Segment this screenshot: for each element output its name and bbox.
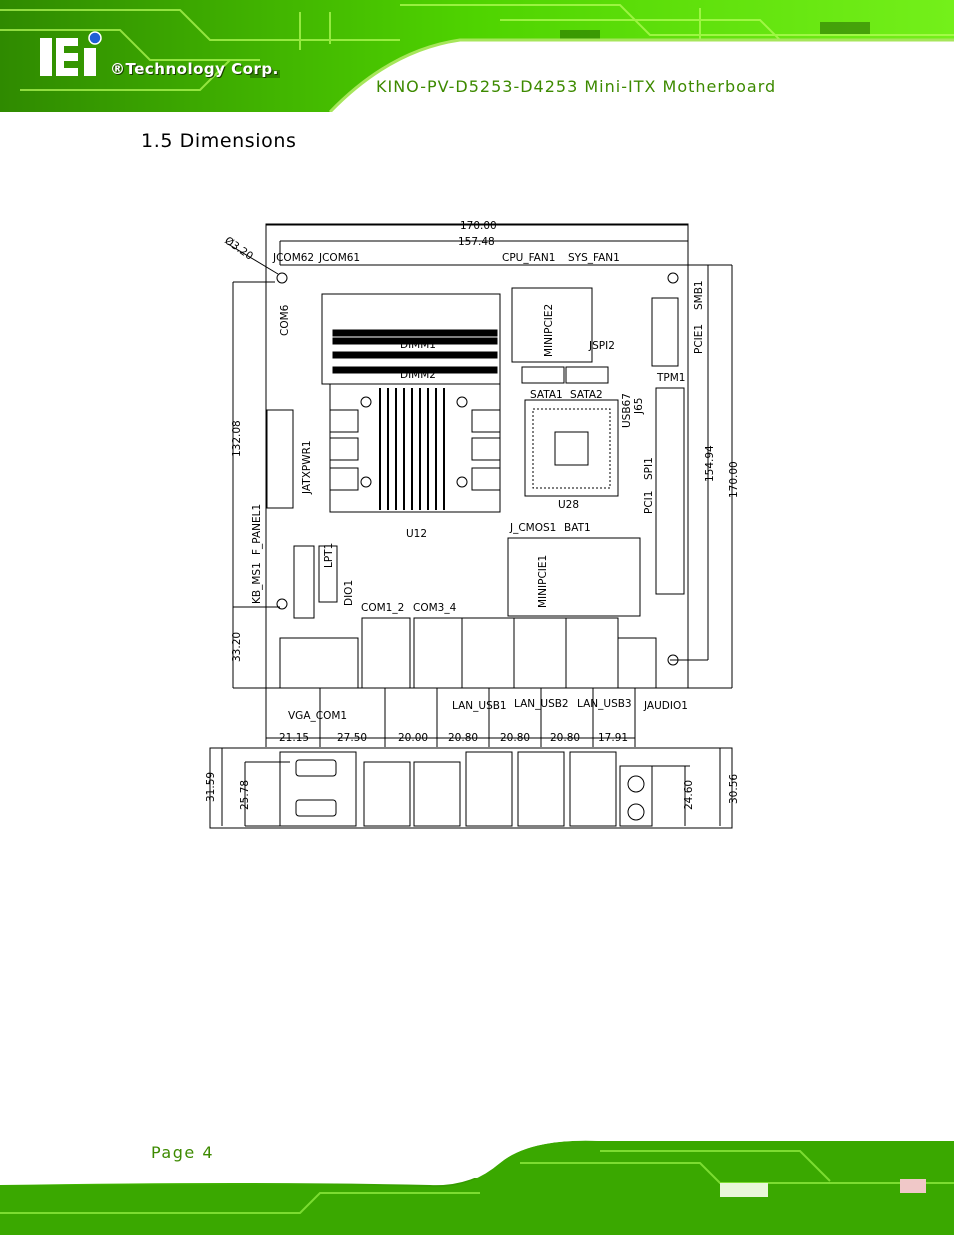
label-cpu-fan: CPU_FAN1: [502, 252, 555, 264]
label-pcie1: PCIE1: [693, 324, 705, 354]
label-com12: COM1_2: [361, 602, 404, 614]
label-sys-fan: SYS_FAN1: [568, 252, 620, 264]
label-jatxpwr: JATXPWR1: [301, 440, 313, 495]
label-dio: DIO1: [343, 580, 355, 606]
dim-width-157: 157.48: [458, 236, 495, 248]
label-smb: SMB1: [693, 280, 705, 310]
dim-hole-diameter: Ø3.20: [222, 235, 255, 263]
label-jcom62: JCOM62: [272, 252, 314, 264]
label-tpm1: TPM1: [656, 372, 686, 384]
circuit-board-footer-graphic: [0, 1123, 954, 1235]
label-spi1: SPI1: [643, 457, 655, 480]
label-vgacom: VGA_COM1: [288, 710, 347, 722]
label-lpt: LPT1: [323, 543, 335, 568]
footer-banner: Page 4: [0, 1123, 954, 1235]
dim-io-25: 25.78: [239, 780, 251, 810]
label-usb67: USB67: [621, 393, 633, 428]
page-number: Page 4: [151, 1143, 214, 1162]
dim-width-170: 170.00: [460, 220, 497, 232]
label-pci1: PCI1: [643, 491, 655, 514]
label-jcom61: JCOM61: [318, 252, 360, 264]
dim-bottom-4: 20.80: [448, 732, 478, 744]
dim-io-24: 24.60: [683, 780, 695, 810]
dim-height-33: 33.20: [231, 632, 243, 662]
label-sata1: SATA1: [530, 389, 563, 401]
company-logo-text: ®Technology Corp.: [110, 60, 279, 78]
board-dimension-drawing: 170.00 157.48 Ø3.20 132.08 33.20 154.94 …: [205, 220, 740, 829]
label-dimm1: DIMM1: [400, 339, 436, 351]
dim-io-30: 30.56: [728, 774, 740, 804]
label-minipcie2: MINIPCIE2: [543, 304, 555, 357]
iei-logo: [40, 31, 102, 76]
document-title: KINO-PV-D5253-D4253 Mini-ITX Motherboard: [376, 77, 777, 96]
label-kbms: KB_MS1: [251, 562, 263, 604]
dim-bottom-2: 27.50: [337, 732, 367, 744]
label-sata2: SATA2: [570, 389, 603, 401]
label-bat: BAT1: [564, 522, 591, 534]
label-j65: J65: [633, 398, 645, 415]
section-title: 1.5 Dimensions: [141, 130, 297, 152]
label-u28: U28: [558, 499, 579, 511]
dim-bottom-1: 21.15: [279, 732, 309, 744]
label-minipcie1: MINIPCIE1: [537, 555, 549, 608]
dim-bottom-5: 20.80: [500, 732, 530, 744]
label-jspi2: JSPI2: [588, 340, 615, 352]
dim-height-154: 154.94: [704, 445, 716, 482]
label-jcmos: J_CMOS1: [509, 522, 556, 534]
dim-bottom-6: 20.80: [550, 732, 580, 744]
dim-height-132: 132.08: [231, 420, 243, 457]
label-u12: U12: [406, 528, 427, 540]
dim-bottom-7: 17.91: [598, 732, 628, 744]
label-lanusb3: LAN_USB3: [577, 698, 632, 710]
label-fpanel: F_PANEL1: [251, 504, 263, 555]
circuit-board-header-graphic: [0, 0, 954, 112]
dim-io-31: 31.59: [205, 772, 217, 802]
label-lanusb1: LAN_USB1: [452, 700, 507, 712]
label-com34: COM3_4: [413, 602, 457, 614]
label-dimm2: DIMM2: [400, 369, 436, 381]
dim-bottom-3: 20.00: [398, 732, 428, 744]
label-com6: COM6: [279, 304, 291, 336]
header-banner: ®Technology Corp. KINO-PV-D5253-D4253 Mi…: [0, 0, 954, 112]
label-lanusb2: LAN_USB2: [514, 698, 569, 710]
dim-height-170: 170.00: [728, 461, 740, 498]
label-jaudio: JAUDIO1: [643, 700, 688, 712]
